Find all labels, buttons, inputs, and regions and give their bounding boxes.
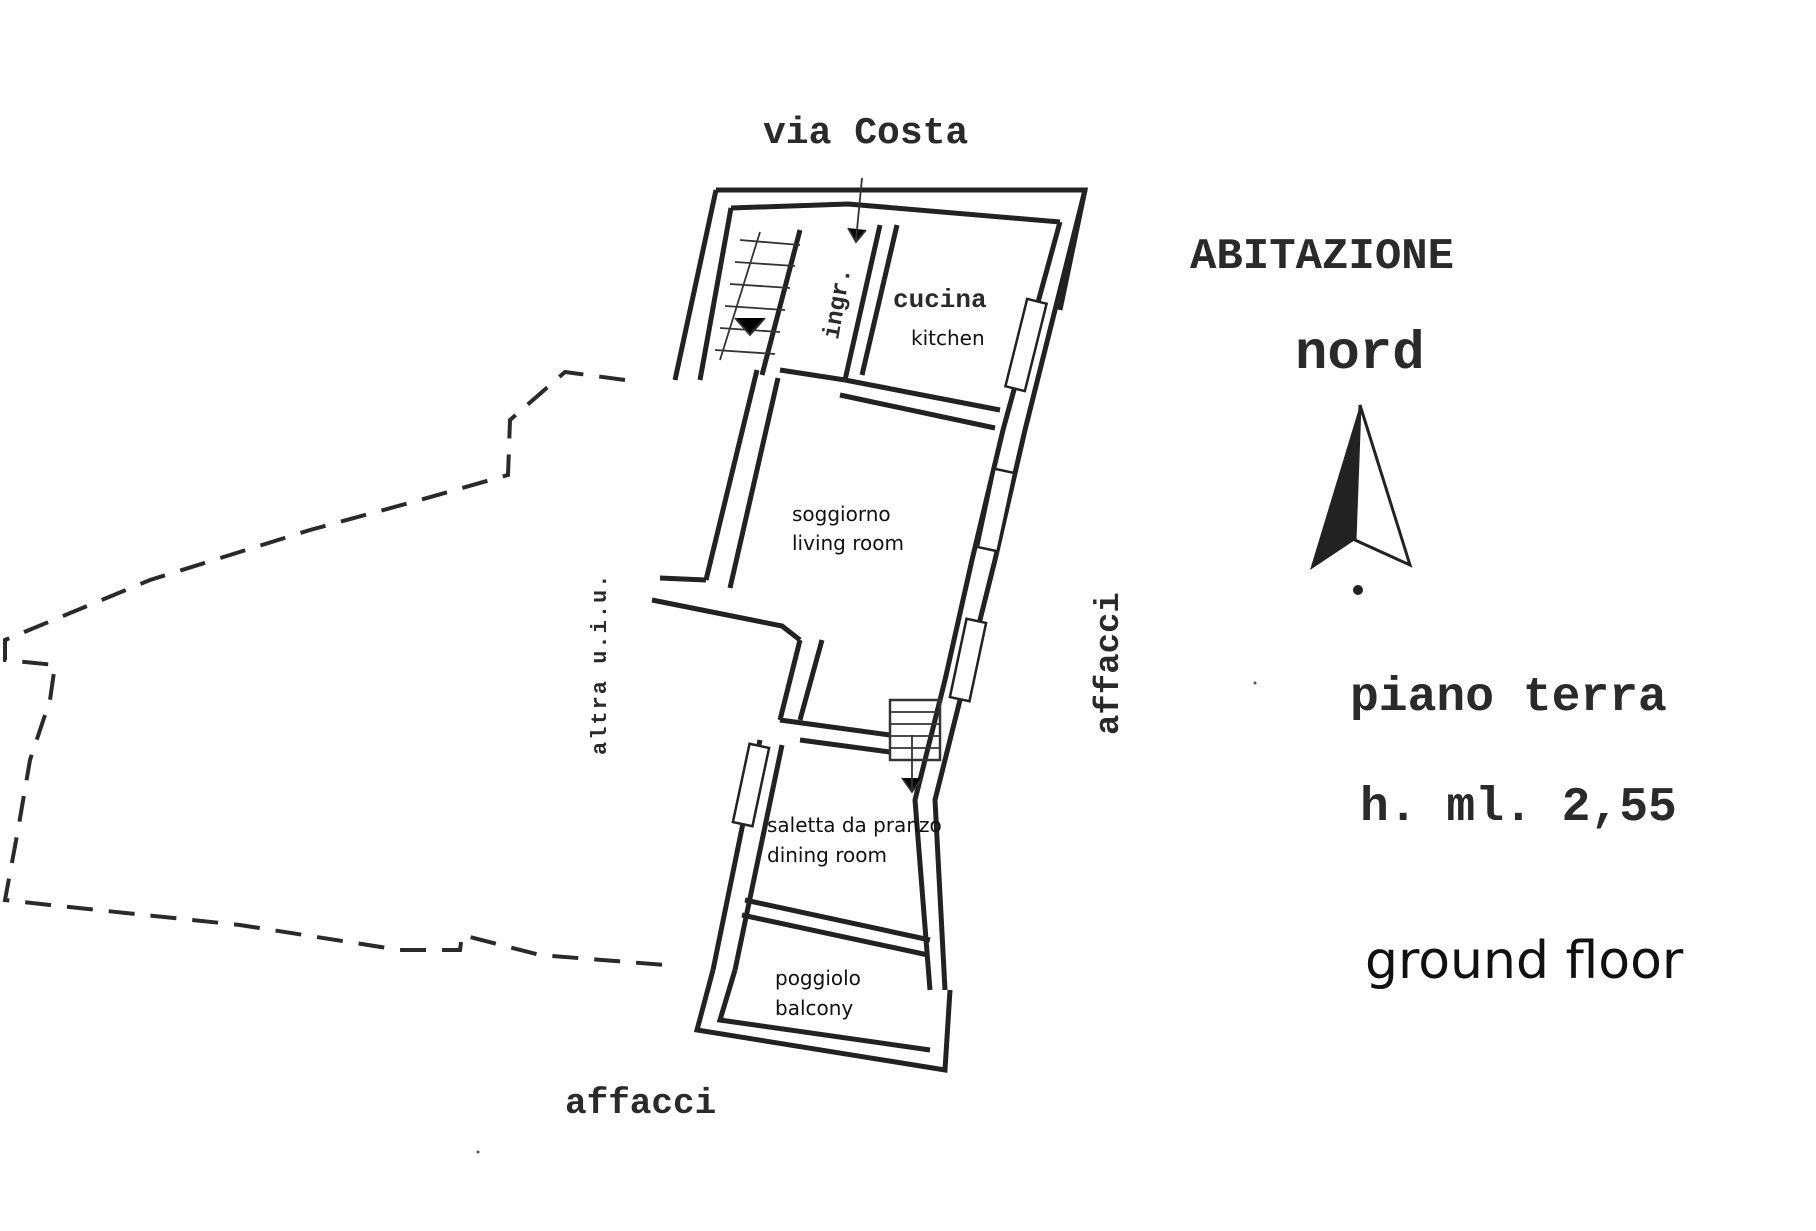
ceiling-height: h. ml. 2,55 bbox=[1360, 781, 1677, 835]
scan-speck bbox=[1253, 681, 1257, 685]
entrance-label: ingr. bbox=[819, 266, 858, 342]
internal-steps bbox=[888, 698, 942, 794]
street-label: via Costa bbox=[763, 112, 968, 155]
kitchen-label-en: kitchen bbox=[911, 326, 985, 350]
floor-label-it: piano terra bbox=[1350, 671, 1667, 725]
north-label: nord bbox=[1295, 324, 1425, 385]
balcony-label-it: poggiolo bbox=[775, 966, 861, 990]
north-arrow-icon bbox=[1310, 404, 1413, 595]
scan-speck bbox=[476, 1150, 480, 1154]
outlook-south-label: affacci bbox=[565, 1083, 716, 1124]
floor-label-en: ground floor bbox=[1365, 931, 1684, 991]
unit-title: ABITAZIONE bbox=[1190, 232, 1454, 282]
dining-label-it: saletta da pranzo bbox=[767, 813, 942, 837]
outlook-east-label: affacci bbox=[1091, 592, 1129, 735]
east-windows bbox=[731, 297, 1049, 828]
entrance-arrow bbox=[847, 177, 867, 244]
balcony-label-en: balcony bbox=[775, 996, 853, 1020]
neighbor-unit-outline bbox=[2, 369, 666, 967]
neighbor-label: altra u.i.u. bbox=[588, 573, 613, 755]
apartment-walls bbox=[651, 187, 1089, 1073]
living-label-it: soggiorno bbox=[792, 502, 891, 526]
kitchen-label-it: cucina bbox=[893, 285, 987, 315]
living-label-en: living room bbox=[792, 531, 904, 555]
entrance-stairs bbox=[714, 231, 801, 361]
dining-label-en: dining room bbox=[767, 843, 887, 867]
